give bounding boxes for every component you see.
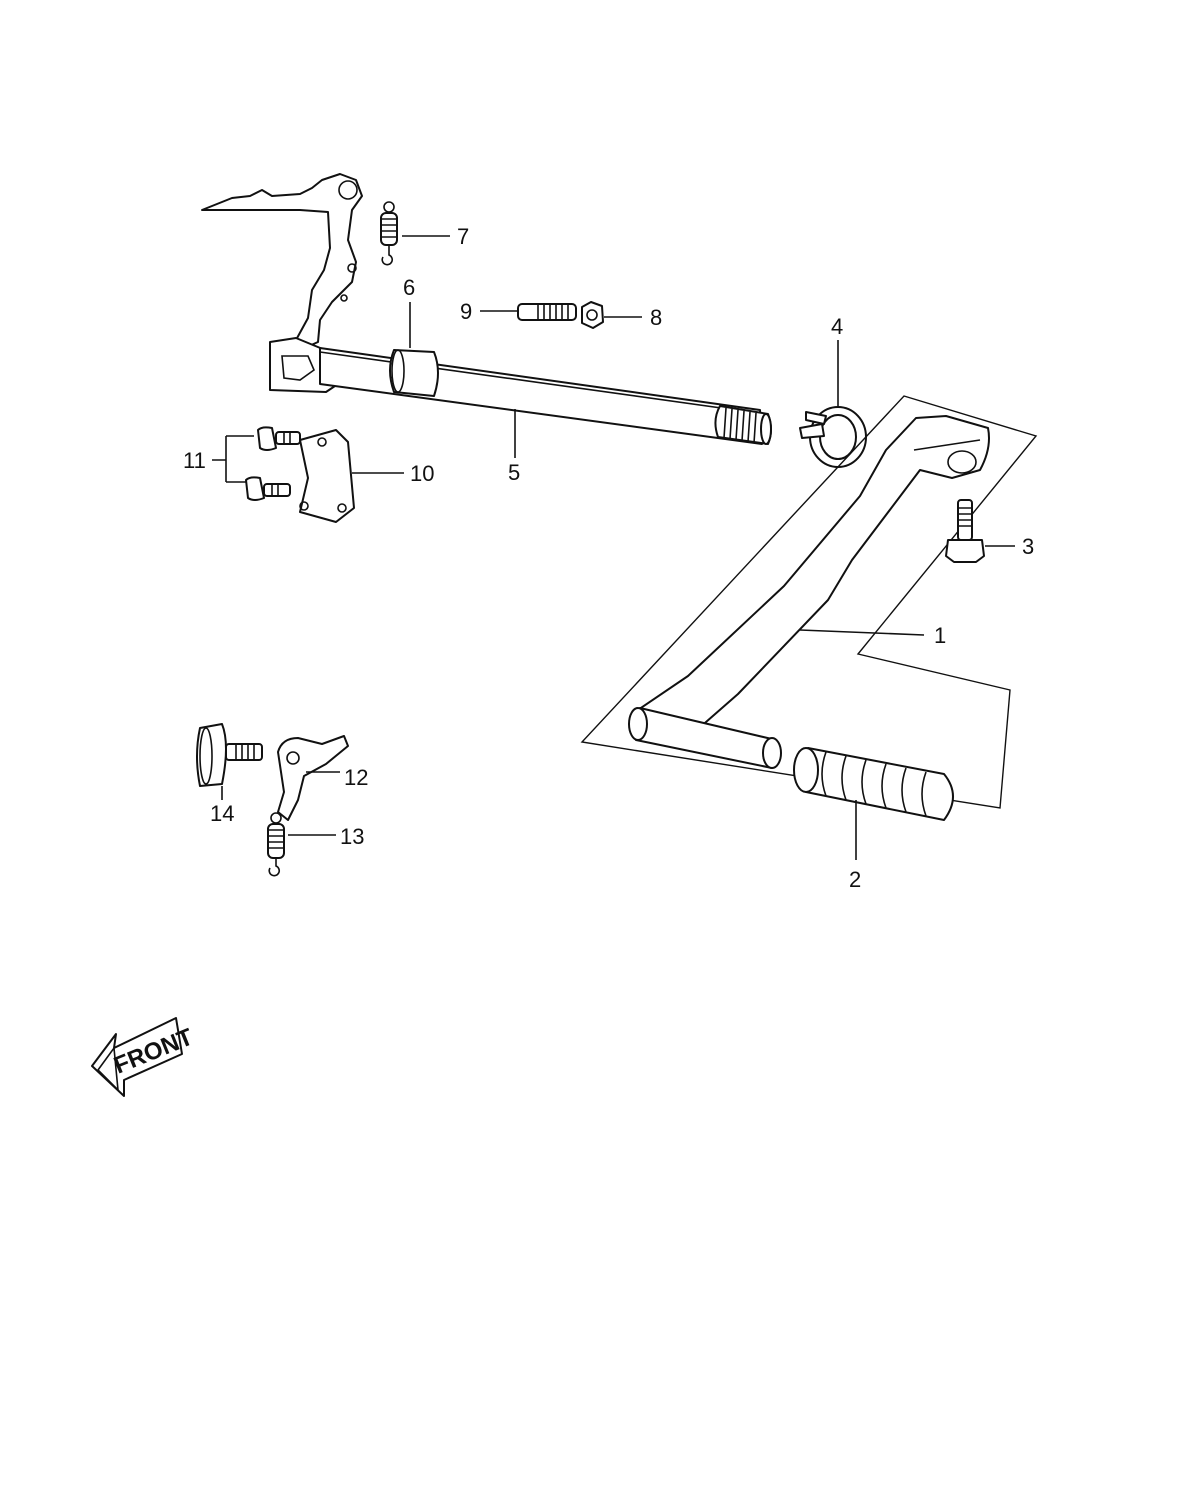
callout-14: 14 bbox=[210, 801, 234, 826]
part-collar bbox=[389, 349, 439, 397]
callout-5: 5 bbox=[508, 460, 520, 485]
callout-1: 1 bbox=[934, 623, 946, 648]
callout-10: 10 bbox=[410, 461, 434, 486]
part-spring-lower bbox=[267, 812, 285, 877]
part-spring-upper bbox=[380, 201, 398, 266]
front-arrow: FRONT bbox=[91, 1017, 197, 1097]
callout-9: 9 bbox=[460, 299, 472, 324]
part-bolt-upper bbox=[257, 426, 301, 451]
callout-12: 12 bbox=[344, 765, 368, 790]
part-pivot-bolt bbox=[196, 723, 263, 787]
callout-4: 4 bbox=[831, 314, 843, 339]
part-nut bbox=[581, 301, 604, 329]
callout-13: 13 bbox=[340, 824, 364, 849]
callout-2: 2 bbox=[849, 867, 861, 892]
callout-7: 7 bbox=[457, 224, 469, 249]
part-shaft bbox=[319, 347, 772, 445]
callout-11: 11 bbox=[183, 448, 206, 473]
part-clip bbox=[799, 406, 867, 468]
part-pedal-bolt bbox=[945, 499, 985, 563]
part-pedal-lever bbox=[580, 395, 1038, 809]
leader-lines bbox=[212, 235, 1015, 860]
callout-6: 6 bbox=[403, 275, 415, 300]
part-stud bbox=[517, 303, 577, 321]
part-plate bbox=[299, 429, 355, 523]
part-rubber-grip bbox=[793, 747, 954, 821]
callout-8: 8 bbox=[650, 305, 662, 330]
callout-3: 3 bbox=[1022, 534, 1034, 559]
part-stopper-arm bbox=[277, 735, 349, 821]
part-bolt-lower bbox=[245, 476, 291, 501]
